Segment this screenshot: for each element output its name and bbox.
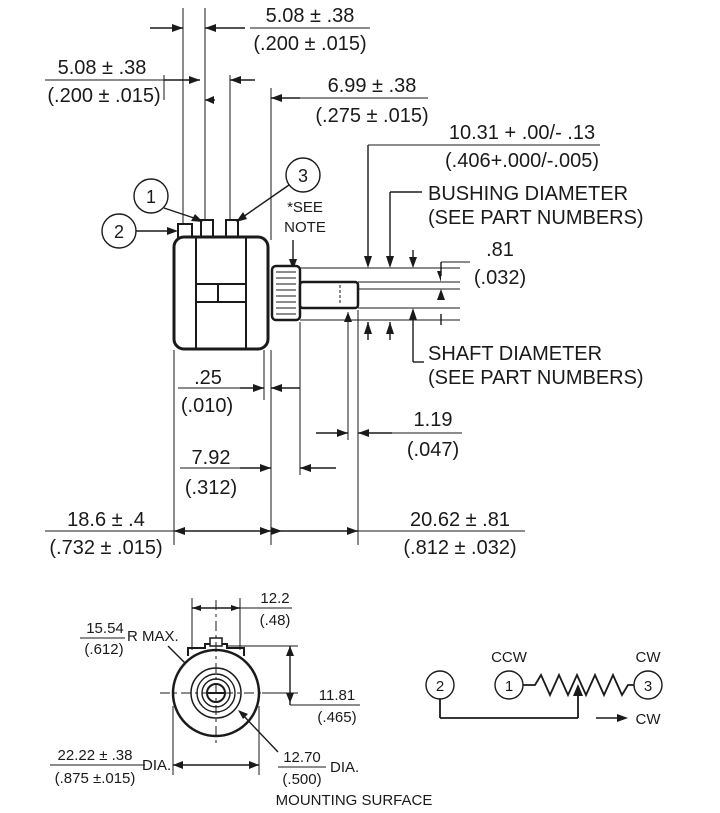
dim-flat-metric: .81 — [486, 239, 514, 261]
pin-2-label: 2 — [114, 222, 124, 242]
dim-bushing-offset-imperial: (.275 ± .015) — [315, 105, 428, 127]
pin-3-label: 3 — [298, 166, 308, 186]
dim-face-imperial: (.010) — [181, 395, 233, 417]
dim-shaft-total-imperial: (.812 ± .032) — [403, 537, 516, 559]
node-3-label: 3 — [644, 678, 652, 695]
node-1-label: 1 — [505, 678, 513, 695]
dim-top-pitch-metric: 5.08 ± .38 — [266, 5, 355, 27]
dim-offset-imperial: (.200 ± .015) — [47, 85, 160, 107]
node-2-label: 2 — [436, 678, 444, 695]
dim-body-dia-suffix: DIA. — [142, 757, 171, 774]
dim-mount-dia-suffix: DIA. — [330, 759, 359, 776]
dim-body-dia-metric: 22.22 ± .38 — [58, 747, 133, 764]
dim-tab-width-imperial: (.48) — [260, 612, 291, 629]
dim-radius-suffix: R MAX. — [127, 628, 179, 645]
dim-body-len-metric: 18.6 ± .4 — [67, 509, 145, 531]
side-view: 5.08 ± .38 (.200 ± .015) 5.08 ± .38 (.20… — [45, 5, 644, 559]
bushing-label-line2: (SEE PART NUMBERS) — [428, 207, 644, 229]
dim-chamfer-metric: 1.19 — [414, 409, 453, 431]
dim-shaft-length-imperial: (.406+.000/-.005) — [445, 150, 599, 172]
dim-top-pitch-imperial: (.200 ± .015) — [253, 33, 366, 55]
dim-tab-width-metric: 12.2 — [260, 590, 289, 607]
mounting-surface-label: MOUNTING SURFACE — [276, 792, 433, 809]
dim-flat-imperial: (.032) — [474, 267, 526, 289]
dim-face-metric: .25 — [194, 367, 222, 389]
dim-bushing-len-metric: 7.92 — [192, 447, 231, 469]
see-note-line2: NOTE — [284, 219, 326, 236]
dim-body-len-imperial: (.732 ± .015) — [49, 537, 162, 559]
dim-offset-metric: 5.08 ± .38 — [58, 57, 147, 79]
see-note-line1: *SEE — [287, 199, 323, 216]
pot-body — [172, 235, 270, 351]
dim-shaft-total-metric: 20.62 ± .81 — [410, 509, 510, 531]
dim-tab-offset-metric: 11.81 — [319, 687, 355, 704]
dim-radius-metric: 15.54 — [86, 620, 124, 637]
front-view: 12.2 (.48) 15.54 R MAX. (.612) 11.81 (.4… — [50, 590, 432, 809]
shaft-label-line2: (SEE PART NUMBERS) — [428, 367, 644, 389]
dim-tab-offset-imperial: (.465) — [317, 709, 356, 726]
shaft-label-line1: SHAFT DIAMETER — [428, 343, 602, 365]
wiper-cw-label: CW — [636, 711, 662, 728]
pin-1-label: 1 — [146, 187, 156, 207]
dim-shaft-length-metric: 10.31 + .00/- .13 — [449, 122, 595, 144]
resistor-zigzag — [523, 672, 634, 698]
bushing-label-line1: BUSHING DIAMETER — [428, 183, 628, 205]
dim-bushing-offset-metric: 6.99 ± .38 — [328, 75, 417, 97]
dim-mount-dia-metric: 12.70 — [283, 749, 321, 766]
dim-bushing-len-imperial: (.312) — [185, 477, 237, 499]
cw-label: CW — [636, 649, 662, 666]
dim-mount-dia-imperial: (.500) — [282, 771, 321, 788]
schematic: CCW CW 2 1 3 CW — [425, 649, 663, 728]
dim-radius-imperial: (.612) — [84, 641, 123, 658]
shaft — [298, 280, 360, 310]
ccw-label: CCW — [491, 649, 528, 666]
dim-chamfer-imperial: (.047) — [407, 439, 459, 461]
dim-body-dia-imperial: (.875 ±.015) — [55, 770, 136, 787]
bushing — [270, 264, 302, 322]
